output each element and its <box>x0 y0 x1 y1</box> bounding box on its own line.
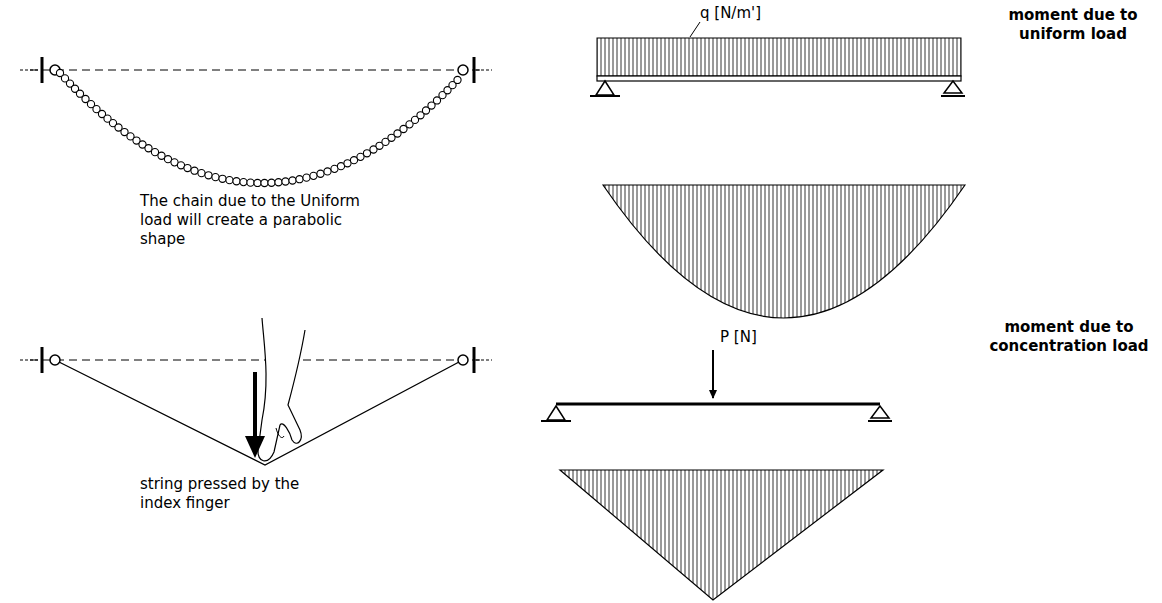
chain-link <box>261 179 268 186</box>
chain-link <box>363 150 370 157</box>
load-label: q [N/m'] <box>700 4 761 23</box>
point-load-beam <box>541 350 892 600</box>
chain-link <box>247 179 254 186</box>
chain-link <box>145 145 152 152</box>
chain-illustration <box>20 57 492 187</box>
caption-note: The chain due to the Uniform load will c… <box>140 192 370 248</box>
chain-link <box>184 164 191 171</box>
chain-link <box>275 179 282 186</box>
chain-link <box>226 177 233 184</box>
chain-link <box>240 178 247 185</box>
uniform-load-beam <box>590 22 965 318</box>
chain-link <box>219 175 226 182</box>
chain-link <box>254 179 261 186</box>
load-label: P [N] <box>720 328 757 347</box>
chain-link <box>289 177 296 184</box>
chain-link <box>303 174 310 181</box>
chain-link <box>317 170 324 177</box>
heading-label: moment due to concentration load <box>980 318 1158 356</box>
string-illustration <box>20 318 492 465</box>
heading-label: moment due to uniform load <box>988 6 1158 44</box>
chain-link <box>198 170 205 177</box>
chain-link <box>212 174 219 181</box>
chain-link <box>282 178 289 185</box>
chain-link <box>268 179 275 186</box>
chain-link <box>191 167 198 174</box>
chain-link <box>324 168 331 175</box>
chain-link <box>233 178 240 185</box>
chain-link <box>296 176 303 183</box>
chain-link <box>454 76 461 83</box>
chain-link <box>310 172 317 179</box>
chain-link <box>205 172 212 179</box>
caption-note: string pressed by the index finger <box>140 475 340 513</box>
